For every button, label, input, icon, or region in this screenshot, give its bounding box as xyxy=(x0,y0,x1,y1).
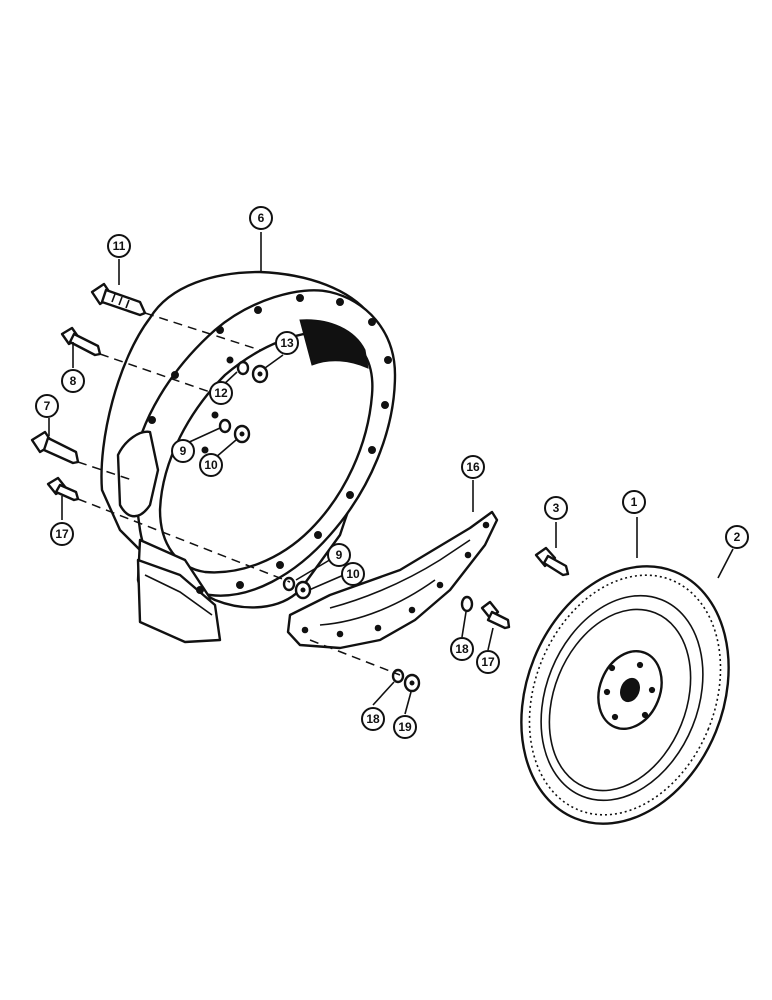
washer-18-lower xyxy=(391,668,405,684)
svg-text:13: 13 xyxy=(280,336,294,350)
alignment-line-17 xyxy=(77,498,291,583)
callout-8: 8 xyxy=(61,369,85,393)
callout-11: 11 xyxy=(107,234,131,258)
washer-9-lower xyxy=(282,576,296,592)
flywheel xyxy=(520,565,730,825)
callout-18a: 18 xyxy=(450,637,474,661)
washer-9 xyxy=(218,418,232,434)
nut-13 xyxy=(251,364,269,384)
svg-text:9: 9 xyxy=(180,444,187,458)
svg-text:2: 2 xyxy=(734,530,741,544)
svg-text:17: 17 xyxy=(481,655,495,669)
svg-text:11: 11 xyxy=(113,239,126,253)
svg-text:16: 16 xyxy=(466,460,480,474)
cover-plate xyxy=(286,510,499,650)
callout-10a: 10 xyxy=(199,453,223,477)
callout-9b: 9 xyxy=(327,543,351,567)
callout-3: 3 xyxy=(544,496,568,520)
callout-17a: 17 xyxy=(50,522,74,546)
washer-18-right xyxy=(460,595,474,613)
nut-10 xyxy=(233,424,251,444)
alignment-line-7 xyxy=(77,461,133,481)
bolt-11 xyxy=(90,282,147,317)
bolt-17-left xyxy=(46,476,80,502)
svg-text:8: 8 xyxy=(70,374,77,388)
alignment-line-19 xyxy=(309,639,401,676)
alignment-line-8 xyxy=(99,353,211,393)
bolt-7 xyxy=(30,430,80,465)
callout-18b: 18 xyxy=(361,707,385,731)
alignment-line-11 xyxy=(144,312,261,351)
washer-12 xyxy=(236,360,250,376)
callout-2: 2 xyxy=(725,525,749,549)
nut-19 xyxy=(403,673,421,693)
callout-6: 6 xyxy=(249,206,273,230)
callout-12: 12 xyxy=(209,381,233,405)
svg-text:6: 6 xyxy=(258,211,265,225)
bolt-17-right xyxy=(480,600,511,630)
svg-text:18: 18 xyxy=(455,642,469,656)
callout-17b: 17 xyxy=(476,650,500,674)
callout-16: 16 xyxy=(461,455,485,479)
svg-text:3: 3 xyxy=(553,501,560,515)
callout-13: 13 xyxy=(275,331,299,355)
svg-text:10: 10 xyxy=(346,567,360,581)
nut-10-lower xyxy=(294,580,312,600)
svg-text:1: 1 xyxy=(631,495,638,509)
flywheel-housing xyxy=(100,270,397,644)
svg-text:10: 10 xyxy=(204,458,218,472)
bolt-8 xyxy=(60,326,102,357)
callout-7: 7 xyxy=(35,394,59,418)
bolt-3 xyxy=(534,546,570,577)
callout-9a: 9 xyxy=(171,439,195,463)
svg-text:19: 19 xyxy=(398,720,412,734)
svg-text:12: 12 xyxy=(214,386,228,400)
callout-1: 1 xyxy=(622,490,646,514)
callout-10b: 10 xyxy=(341,562,365,586)
svg-text:17: 17 xyxy=(55,527,69,541)
svg-text:7: 7 xyxy=(44,399,51,413)
callout-19: 19 xyxy=(393,715,417,739)
svg-text:18: 18 xyxy=(366,712,380,726)
svg-text:9: 9 xyxy=(336,548,343,562)
